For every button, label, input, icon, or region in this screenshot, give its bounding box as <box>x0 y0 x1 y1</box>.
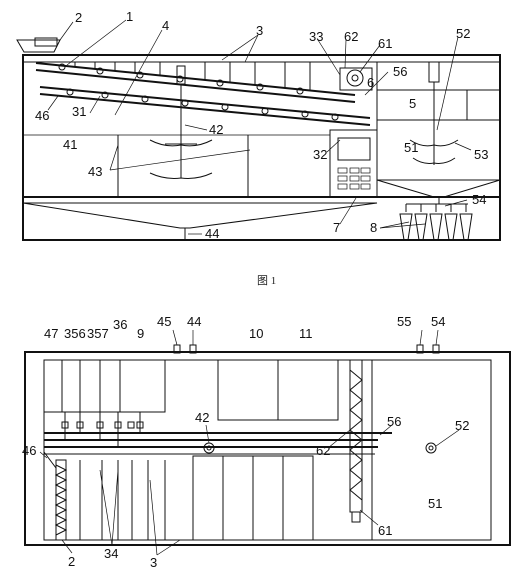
outlet-manifold <box>405 197 468 212</box>
label-51-plan: 51 <box>428 496 442 511</box>
label-10: 10 <box>249 326 263 341</box>
label-42-plan: 42 <box>195 410 209 425</box>
label-3: 3 <box>256 23 263 38</box>
label-2-plan: 2 <box>68 554 75 569</box>
label-11: 11 <box>299 326 313 341</box>
label-33: 33 <box>309 29 323 44</box>
label-54: 54 <box>472 192 486 207</box>
label-52-plan: 52 <box>455 418 469 433</box>
upper-conveyor-rollers <box>58 63 304 95</box>
lower-conveyor-rollers <box>66 88 339 121</box>
left-screw <box>54 459 68 541</box>
secondary-agitator <box>409 61 459 165</box>
label-9: 9 <box>137 326 144 341</box>
label-2: 2 <box>75 10 82 25</box>
main-agitator <box>149 65 213 179</box>
label-53: 53 <box>474 147 488 162</box>
label-7: 7 <box>333 220 340 235</box>
label-62: 62 <box>344 29 358 44</box>
collection-cones <box>399 213 473 241</box>
label-4: 4 <box>162 18 169 33</box>
upper-spray-nozzles <box>74 62 311 90</box>
label-356: 356 <box>64 326 86 341</box>
label-45: 45 <box>157 314 171 329</box>
upper-inclined-conveyor <box>35 62 356 103</box>
feed-pipe-46 <box>43 451 57 469</box>
main-bottom-hopper <box>22 202 378 229</box>
label-44-plan: 44 <box>187 314 201 329</box>
control-cabinet <box>329 129 378 198</box>
label-47: 47 <box>44 326 58 341</box>
drive-motor <box>339 67 373 91</box>
box-357 <box>79 359 101 413</box>
box-36 <box>99 359 121 413</box>
label-62-plan: 62 <box>316 443 330 458</box>
feed-hopper <box>16 39 61 53</box>
figure-caption: 图 1 <box>257 274 276 287</box>
label-8: 8 <box>370 220 377 235</box>
label-5: 5 <box>409 96 416 111</box>
label-61: 61 <box>378 36 392 51</box>
label-56: 56 <box>393 64 407 79</box>
label-32: 32 <box>313 147 327 162</box>
plan-view: 45 44 55 54 47 356 357 36 9 10 11 42 56 … <box>22 314 511 570</box>
leader-lines-top <box>47 19 472 235</box>
label-56-plan: 56 <box>387 414 401 429</box>
box-11 <box>277 359 339 421</box>
label-54-plan: 54 <box>431 314 445 329</box>
lower-inclined-conveyor <box>39 86 371 126</box>
label-36: 36 <box>113 317 127 332</box>
box-9 <box>119 359 166 413</box>
leader-lines-bottom <box>39 329 460 556</box>
label-357: 357 <box>87 326 109 341</box>
main-tank-outline <box>22 54 501 241</box>
label-46-plan: 46 <box>22 443 36 458</box>
agitator-52-plan <box>425 442 437 454</box>
box-47 <box>43 359 63 413</box>
label-41: 41 <box>63 137 77 152</box>
label-61-plan: 61 <box>378 523 392 538</box>
label-51: 51 <box>404 140 418 155</box>
label-34: 34 <box>104 546 118 561</box>
drum-sections <box>79 455 314 541</box>
label-44: 44 <box>205 226 219 241</box>
feed-hopper-top <box>34 37 58 47</box>
label-1: 1 <box>126 9 133 24</box>
plan-inner-frame <box>43 359 492 541</box>
box-10 <box>217 359 279 421</box>
box-356 <box>61 359 81 413</box>
agitator-42-hub <box>206 445 212 451</box>
side-elevation-view: 2 1 4 3 33 62 61 6 56 5 52 46 31 42 41 4… <box>16 9 501 241</box>
label-46: 46 <box>35 108 49 123</box>
label-42: 42 <box>209 122 223 137</box>
label-6: 6 <box>367 75 374 90</box>
right-hopper <box>376 179 501 198</box>
label-55: 55 <box>397 314 411 329</box>
label-43: 43 <box>88 164 102 179</box>
agitator-52-hub <box>428 445 434 451</box>
label-31: 31 <box>72 104 86 119</box>
label-3-plan: 3 <box>150 555 157 570</box>
screw-conveyor <box>349 359 363 523</box>
plan-outer-frame <box>24 351 511 546</box>
label-52: 52 <box>456 26 470 41</box>
